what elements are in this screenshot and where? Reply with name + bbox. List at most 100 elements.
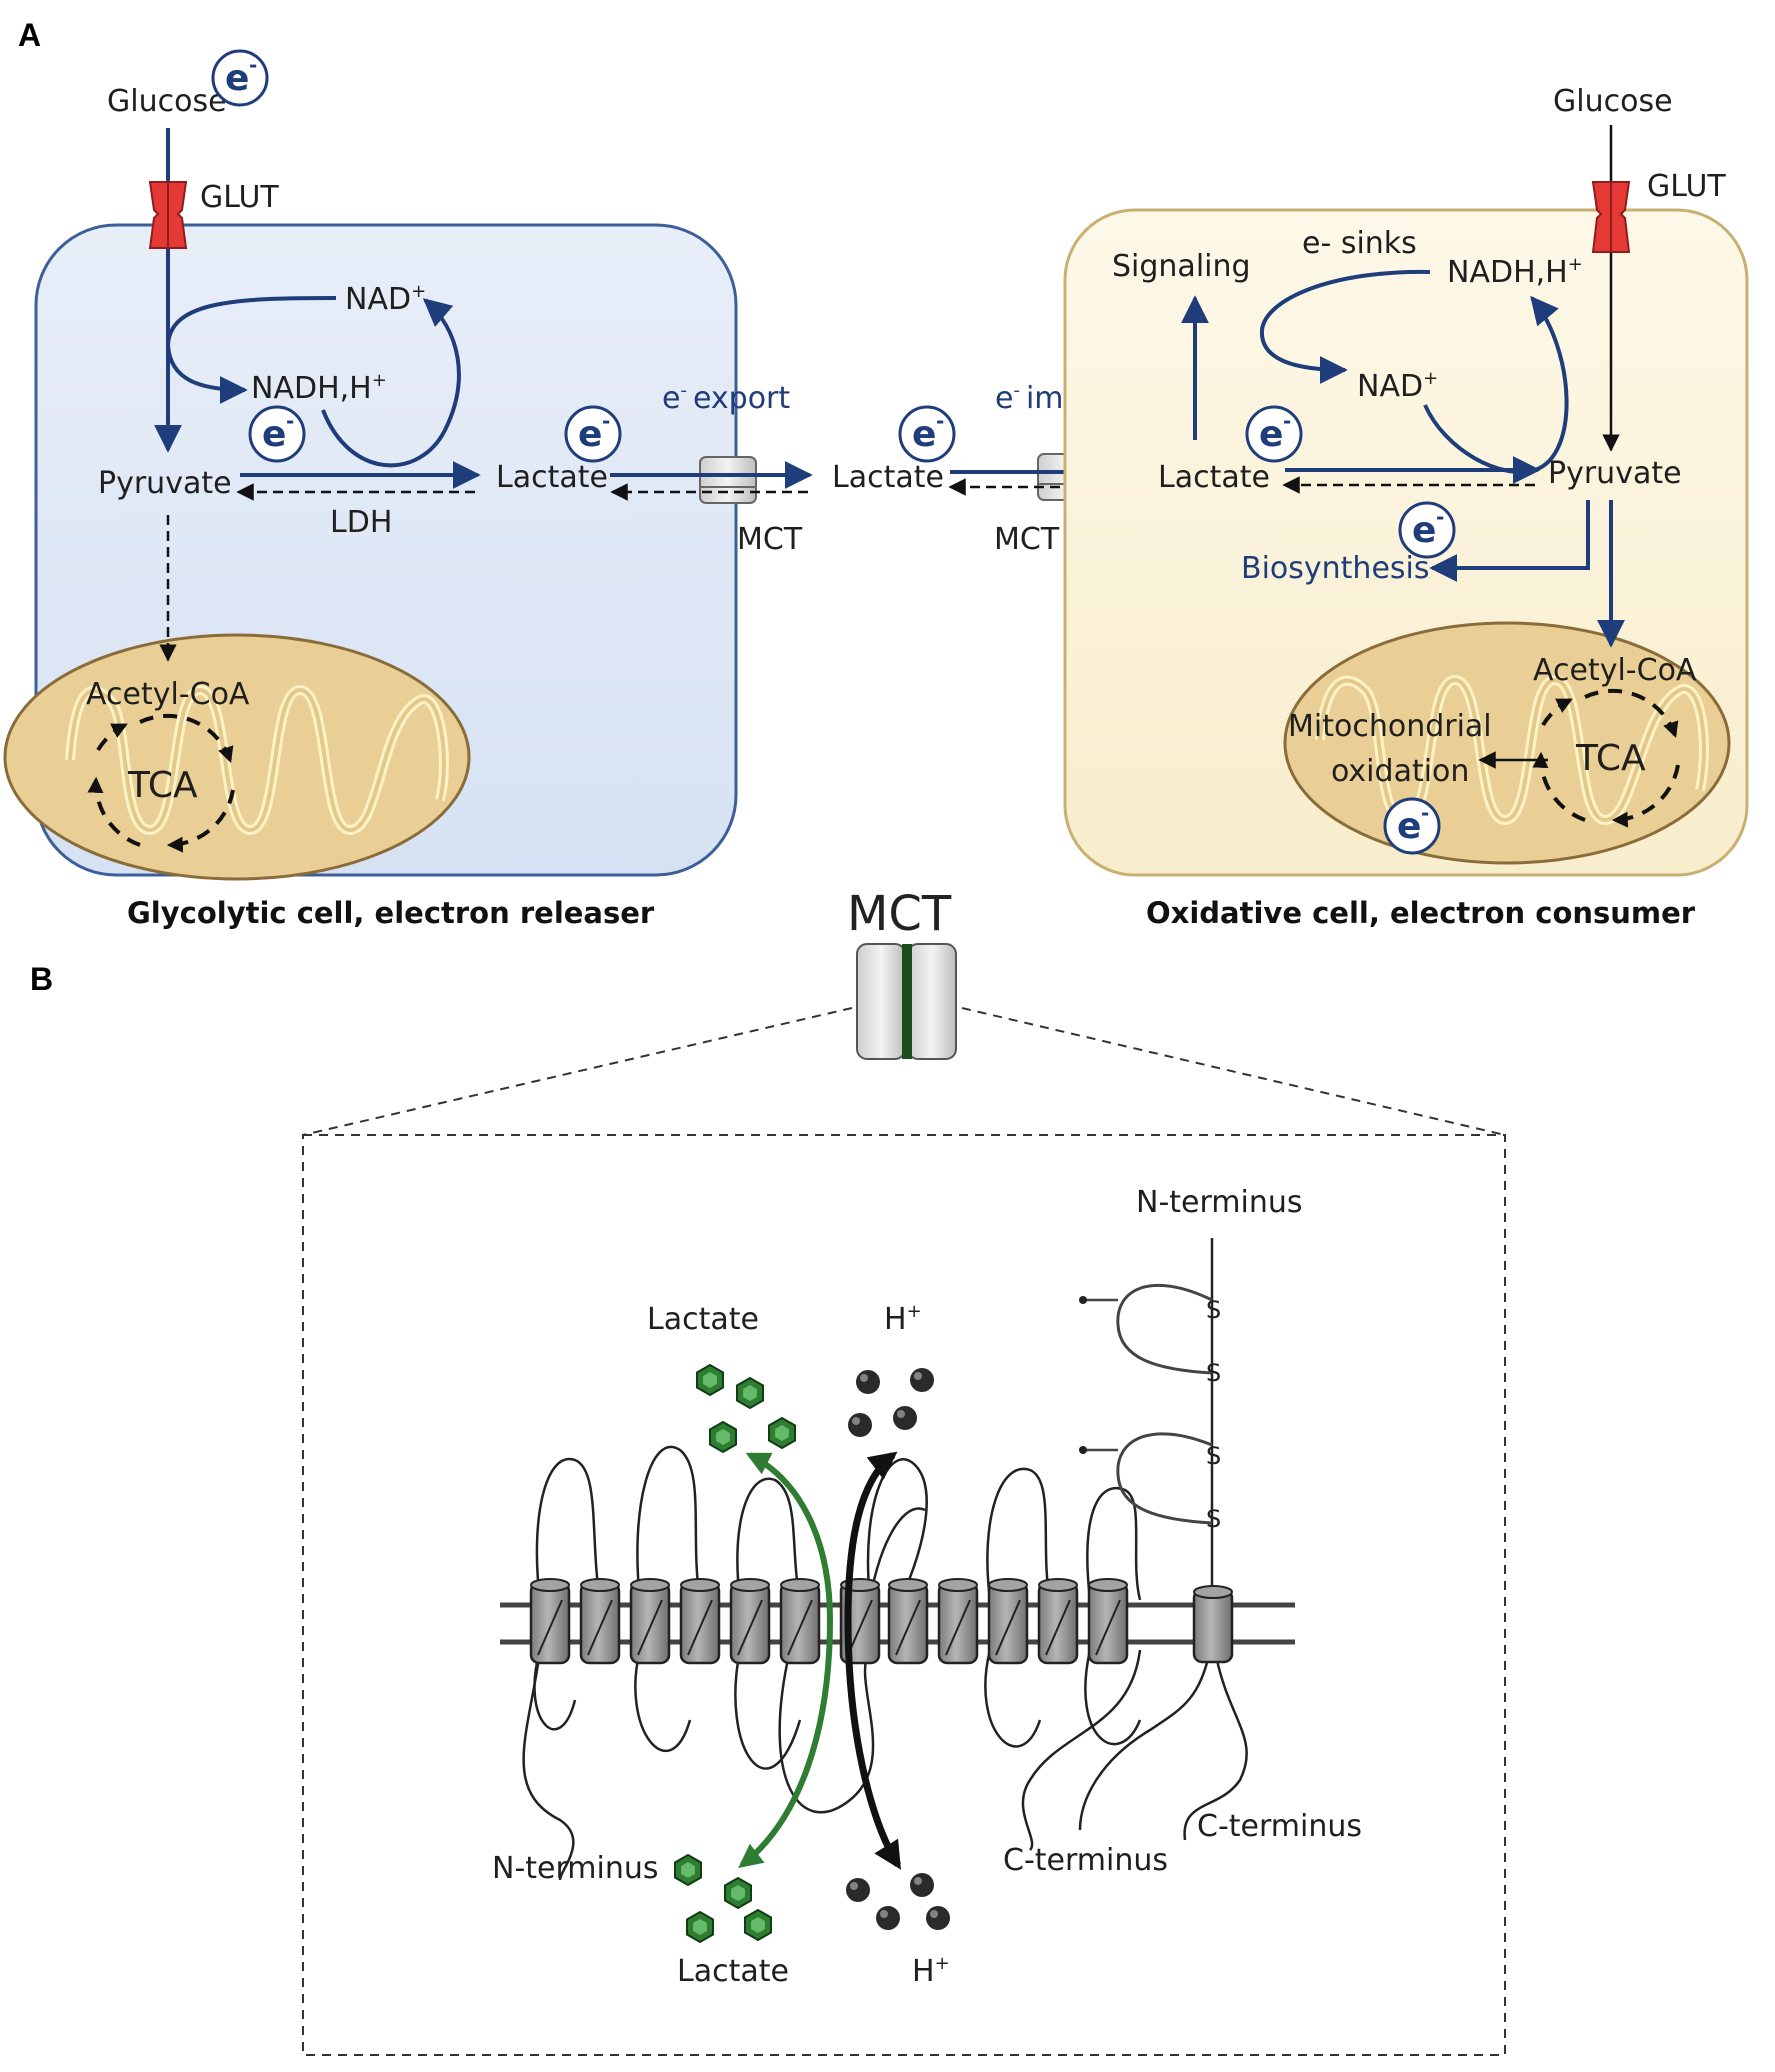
- proton-sphere-icon: [893, 1406, 917, 1430]
- basigin-partner: [1079, 1238, 1234, 1664]
- svg-text:e: e: [1259, 414, 1283, 455]
- transmembrane-helix: [779, 1578, 821, 1665]
- left-glut-transporter-icon: [148, 181, 188, 249]
- svg-text:e: e: [912, 414, 936, 455]
- mct-polypeptide-chain: [522, 1445, 1248, 1881]
- svg-text:-: -: [286, 409, 294, 433]
- biosynthesis-arrow: [1429, 500, 1590, 582]
- transmembrane-helix: [679, 1578, 721, 1665]
- lactate-efflux-arrow-top: [745, 1452, 833, 1621]
- transmembrane-helix: [729, 1578, 771, 1665]
- mct-detail-title: MCT: [847, 886, 952, 942]
- svg-text:-: -: [1436, 505, 1444, 529]
- right-mct-label: MCT: [994, 522, 1060, 557]
- left-tca-label: TCA: [127, 765, 198, 806]
- electron-badge-middle: e -: [898, 405, 956, 463]
- transmembrane-helix: [1087, 1578, 1129, 1665]
- glycolytic-cell: Acetyl-CoA TCA: [3, 223, 738, 881]
- left-acetyl-coa-label: Acetyl-CoA: [86, 677, 250, 712]
- transmembrane-helix: [887, 1578, 929, 1665]
- export-label: e-export: [662, 380, 790, 416]
- svg-text:e: e: [578, 414, 602, 455]
- svg-text:-: -: [249, 53, 257, 77]
- lactate-molecule-icon: [744, 1908, 772, 1942]
- right-tca-cycle: [1532, 688, 1680, 828]
- zoom-line-right: [961, 1007, 1506, 1136]
- proton-sphere-icon: [926, 1906, 950, 1930]
- svg-text:-: -: [936, 409, 944, 433]
- mct-transmembrane-helices: [529, 1578, 1129, 1665]
- electron-badge: e -: [211, 49, 269, 107]
- left-mct-transporter-icon: [699, 456, 757, 504]
- transmembrane-helix: [529, 1578, 571, 1665]
- left-mitochondrion: [3, 633, 471, 881]
- right-nadh-to-nad-arrow: [1259, 269, 1431, 384]
- n-terminus-left-label: N-terminus: [492, 1851, 659, 1886]
- left-nadh-label: NADH,H+: [251, 370, 387, 406]
- oxidative-cell-caption: Oxidative cell, electron consumer: [1146, 896, 1696, 930]
- panel-label-b: B: [30, 961, 53, 997]
- lactate-molecule-icon: [724, 1876, 752, 1910]
- svg-text:e: e: [225, 58, 249, 99]
- left-lactate-label: Lactate: [496, 460, 608, 495]
- left-tca-cycle: [87, 713, 235, 853]
- lactate-molecule-icon: [674, 1853, 702, 1887]
- c-terminus-mid-label: C-terminus: [1003, 1843, 1168, 1878]
- lactate-molecule-icon: [736, 1376, 764, 1410]
- lactate-molecule-icon: [686, 1910, 714, 1944]
- proton-sphere-icon: [846, 1878, 870, 1902]
- mito-oxidation-line2: oxidation: [1331, 754, 1469, 789]
- transmembrane-helix: [629, 1578, 671, 1665]
- disulfide-s-2: S: [1206, 1359, 1221, 1387]
- left-pyruvate-label: Pyruvate: [98, 466, 232, 501]
- left-nad-regeneration-arrow: [321, 298, 461, 468]
- proton-sphere-icon: [856, 1370, 880, 1394]
- proton-sphere-icon: [848, 1413, 872, 1437]
- c-terminus-right-label: C-terminus: [1197, 1809, 1362, 1844]
- right-glucose-label: Glucose: [1553, 84, 1673, 119]
- lactate-molecule-icon: [768, 1416, 796, 1450]
- h-bottom-label: H+: [912, 1953, 950, 1989]
- lactate-molecule-icon: [709, 1420, 737, 1454]
- svg-text:-: -: [1283, 409, 1291, 433]
- lactate-bottom-label: Lactate: [677, 1954, 789, 1989]
- proton-influx-arrow-bottom: [844, 1619, 901, 1870]
- svg-text:-: -: [1421, 801, 1429, 825]
- middle-lactate-label: Lactate: [832, 460, 944, 495]
- right-glut-label: GLUT: [1647, 169, 1726, 204]
- proton-sphere-icon: [910, 1873, 934, 1897]
- left-nadh-arrow: [166, 344, 248, 404]
- electron-badge-left-pyruvate: e -: [248, 405, 306, 463]
- proton-spheres-top: [848, 1368, 934, 1437]
- left-glucose-label: Glucose: [107, 84, 227, 119]
- e-sinks-label: e- sinks: [1302, 226, 1417, 261]
- n-terminus-top-label: N-terminus: [1136, 1185, 1303, 1220]
- panel-label-a: A: [18, 17, 41, 53]
- transmembrane-helix: [987, 1578, 1029, 1665]
- zoom-line-left: [302, 1007, 853, 1136]
- oxidative-cell: [1063, 208, 1749, 877]
- right-acetyl-coa-label: Acetyl-CoA: [1533, 653, 1697, 688]
- lactate-influx-arrow-bottom: [738, 1619, 833, 1868]
- h-top-label: H+: [884, 1301, 922, 1337]
- right-lactate-label: Lactate: [1158, 460, 1270, 495]
- ldh-label: LDH: [330, 505, 392, 540]
- svg-text:e: e: [1412, 510, 1436, 551]
- electron-badge-right-lactate: e -: [1245, 405, 1303, 463]
- right-pyruvate-label: Pyruvate: [1548, 456, 1682, 491]
- lactate-molecules-top: [696, 1363, 796, 1454]
- lactate-molecule-icon: [696, 1363, 724, 1397]
- transmembrane-helix: [1037, 1578, 1079, 1665]
- transmembrane-helix: [937, 1578, 979, 1665]
- glycolytic-cell-caption: Glycolytic cell, electron releaser: [127, 896, 655, 930]
- left-glut-label: GLUT: [200, 180, 279, 215]
- mct-detail-frame: [302, 1134, 1506, 2056]
- disulfide-s-4: S: [1206, 1505, 1221, 1533]
- proton-sphere-icon: [876, 1906, 900, 1930]
- right-nad-label: NAD+: [1357, 368, 1438, 404]
- svg-text:e: e: [1397, 806, 1421, 847]
- electron-badge-mito: e -: [1383, 797, 1441, 855]
- disulfide-s-3: S: [1206, 1442, 1221, 1470]
